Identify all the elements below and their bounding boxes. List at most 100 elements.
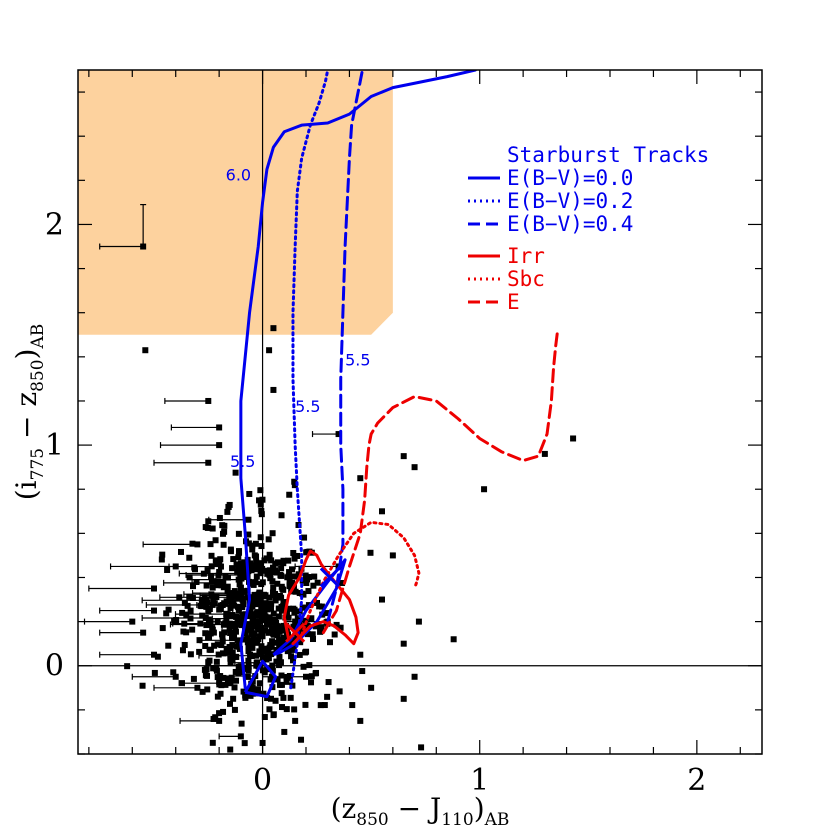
cloud-point: [139, 682, 146, 689]
cloud-point: [229, 612, 236, 619]
cloud-point: [225, 504, 232, 511]
data-point: [400, 453, 407, 460]
cloud-point: [274, 559, 281, 566]
cloud-point: [238, 669, 245, 676]
cloud-point: [253, 553, 260, 560]
cloud-point: [219, 638, 226, 645]
cloud-point: [267, 629, 274, 636]
cloud-point: [164, 566, 171, 573]
cloud-point: [258, 507, 265, 514]
data-point: [216, 717, 223, 724]
cloud-point: [302, 701, 309, 708]
redshift-annotation: 5.5: [345, 351, 370, 370]
cloud-point: [268, 625, 275, 632]
cloud-point: [189, 540, 196, 547]
cloud-point: [186, 593, 193, 600]
cloud-point: [259, 496, 266, 503]
cloud-point: [284, 574, 291, 581]
cloud-point: [227, 605, 234, 612]
cloud-point: [203, 582, 210, 589]
cloud-point: [193, 578, 200, 585]
cloud-point: [240, 600, 247, 607]
cloud-point: [290, 623, 297, 630]
cloud-point: [274, 580, 281, 587]
redshift-annotation: 5.5: [295, 397, 320, 416]
cloud-point: [235, 530, 242, 537]
x-tick-label: 2: [687, 763, 706, 798]
cloud-point: [227, 659, 234, 666]
cloud-point: [278, 565, 285, 572]
cloud-point: [234, 568, 241, 575]
cloud-point: [124, 663, 131, 670]
cloud-point: [218, 642, 225, 649]
cloud-point: [214, 582, 221, 589]
cloud-point: [238, 720, 245, 727]
cloud-point: [268, 600, 275, 607]
data-point: [541, 450, 548, 457]
cloud-point: [186, 574, 193, 581]
data-point: [411, 673, 418, 680]
cloud-point: [263, 567, 270, 574]
cloud-point: [264, 603, 271, 610]
data-point: [481, 486, 488, 493]
cloud-point: [273, 622, 280, 629]
cloud-point: [165, 642, 172, 649]
cloud-point: [275, 605, 282, 612]
cloud-point: [255, 591, 262, 598]
cloud-point: [178, 680, 185, 687]
cloud-point: [207, 541, 214, 548]
cloud-point: [258, 511, 265, 518]
cloud-point: [191, 564, 198, 571]
cloud-point: [287, 694, 294, 701]
data-point: [570, 435, 577, 442]
cloud-point: [274, 676, 281, 683]
cloud-point: [245, 667, 252, 674]
cloud-point: [260, 690, 267, 697]
cloud-point: [274, 632, 281, 639]
cloud-point: [181, 599, 188, 606]
cloud-point: [219, 650, 226, 657]
cloud-point: [215, 572, 222, 579]
cloud-point: [265, 619, 272, 626]
cloud-point: [216, 678, 223, 685]
cloud-point: [256, 618, 263, 625]
cloud-point: [318, 603, 325, 610]
cloud-point: [260, 601, 267, 608]
data-point: [205, 459, 212, 466]
cloud-point: [245, 644, 252, 651]
cloud-point: [223, 610, 230, 617]
track-loop: [243, 659, 278, 699]
cloud-point: [249, 602, 256, 609]
cloud-point: [224, 583, 231, 590]
cloud-point: [229, 649, 236, 656]
cloud-point: [238, 575, 245, 582]
cloud-point: [237, 584, 244, 591]
cloud-point: [286, 569, 293, 576]
data-point: [411, 464, 418, 471]
cloud-point: [199, 612, 206, 619]
cloud-point: [314, 579, 321, 586]
cloud-point: [210, 598, 217, 605]
cloud-point: [244, 673, 251, 680]
cloud-point: [240, 563, 247, 570]
cloud-point: [225, 649, 232, 656]
cloud-point: [214, 693, 221, 700]
cloud-point: [203, 622, 210, 629]
cloud-point: [224, 676, 231, 683]
cloud-point: [202, 642, 209, 649]
cloud-point: [242, 626, 249, 633]
track-dotted-blue: [289, 70, 330, 690]
data-point: [205, 397, 212, 404]
cloud-point: [214, 618, 221, 625]
cloud-point: [199, 688, 206, 695]
cloud-point: [190, 675, 197, 682]
data-point: [357, 651, 364, 658]
cloud-point: [210, 665, 217, 672]
cloud-point: [255, 609, 262, 616]
model-tracks-layer: [239, 70, 560, 699]
cloud-point: [323, 610, 330, 617]
data-point: [450, 636, 457, 643]
cloud-point: [190, 583, 197, 590]
cloud-point: [205, 659, 212, 666]
cloud-point: [220, 708, 227, 715]
